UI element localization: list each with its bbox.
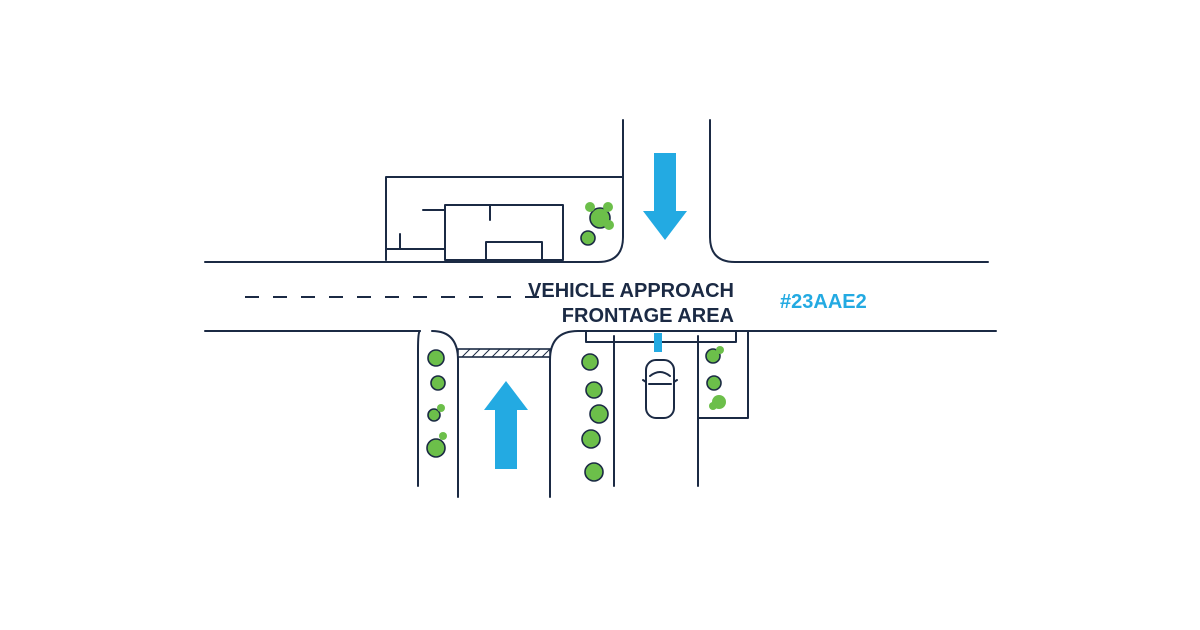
car-icon <box>642 359 678 419</box>
lot-outline <box>385 176 624 261</box>
tree-icon <box>716 346 724 354</box>
tree-icon <box>584 462 604 482</box>
hatch-lines <box>461 348 551 358</box>
tree-icon <box>585 202 595 212</box>
tree-icon <box>581 429 601 449</box>
main-building <box>444 204 564 261</box>
label-line-1: VEHICLE APPROACH <box>528 280 734 302</box>
hatched-crossing <box>457 348 551 358</box>
tree-icon <box>604 220 614 230</box>
main-road-north-corner-east <box>709 119 989 263</box>
tree-icon <box>437 404 445 412</box>
building-icon <box>385 176 624 261</box>
main-road-south-corner-mid-left <box>431 330 459 498</box>
tree-icon <box>427 349 445 367</box>
east-planter-outline <box>697 330 749 419</box>
building-annex <box>485 241 543 261</box>
arrow-up-icon <box>484 381 528 469</box>
tree-icon <box>430 375 446 391</box>
tree-icon <box>439 432 447 440</box>
tree-icon <box>581 353 599 371</box>
main-road <box>204 119 997 498</box>
tree-icon <box>580 230 596 246</box>
tree-icon <box>426 438 446 458</box>
accent-marker <box>654 333 662 352</box>
tree-icon <box>589 404 609 424</box>
tree-icon <box>709 402 717 410</box>
color-code-label: #23AAE2 <box>780 291 867 313</box>
arrow-down-icon <box>643 153 687 240</box>
main-road-south-corner-left <box>417 330 421 487</box>
tree-icon <box>705 348 721 364</box>
main-road-south-corner-mid-right <box>549 330 997 498</box>
main-road-north-corner-west <box>597 119 624 263</box>
tree-icon <box>603 202 613 212</box>
trees <box>426 202 726 482</box>
label-line-2: FRONTAGE AREA <box>562 305 734 327</box>
tree-icon <box>585 381 603 399</box>
tree-icon <box>427 408 441 422</box>
tree-icon <box>706 375 722 391</box>
